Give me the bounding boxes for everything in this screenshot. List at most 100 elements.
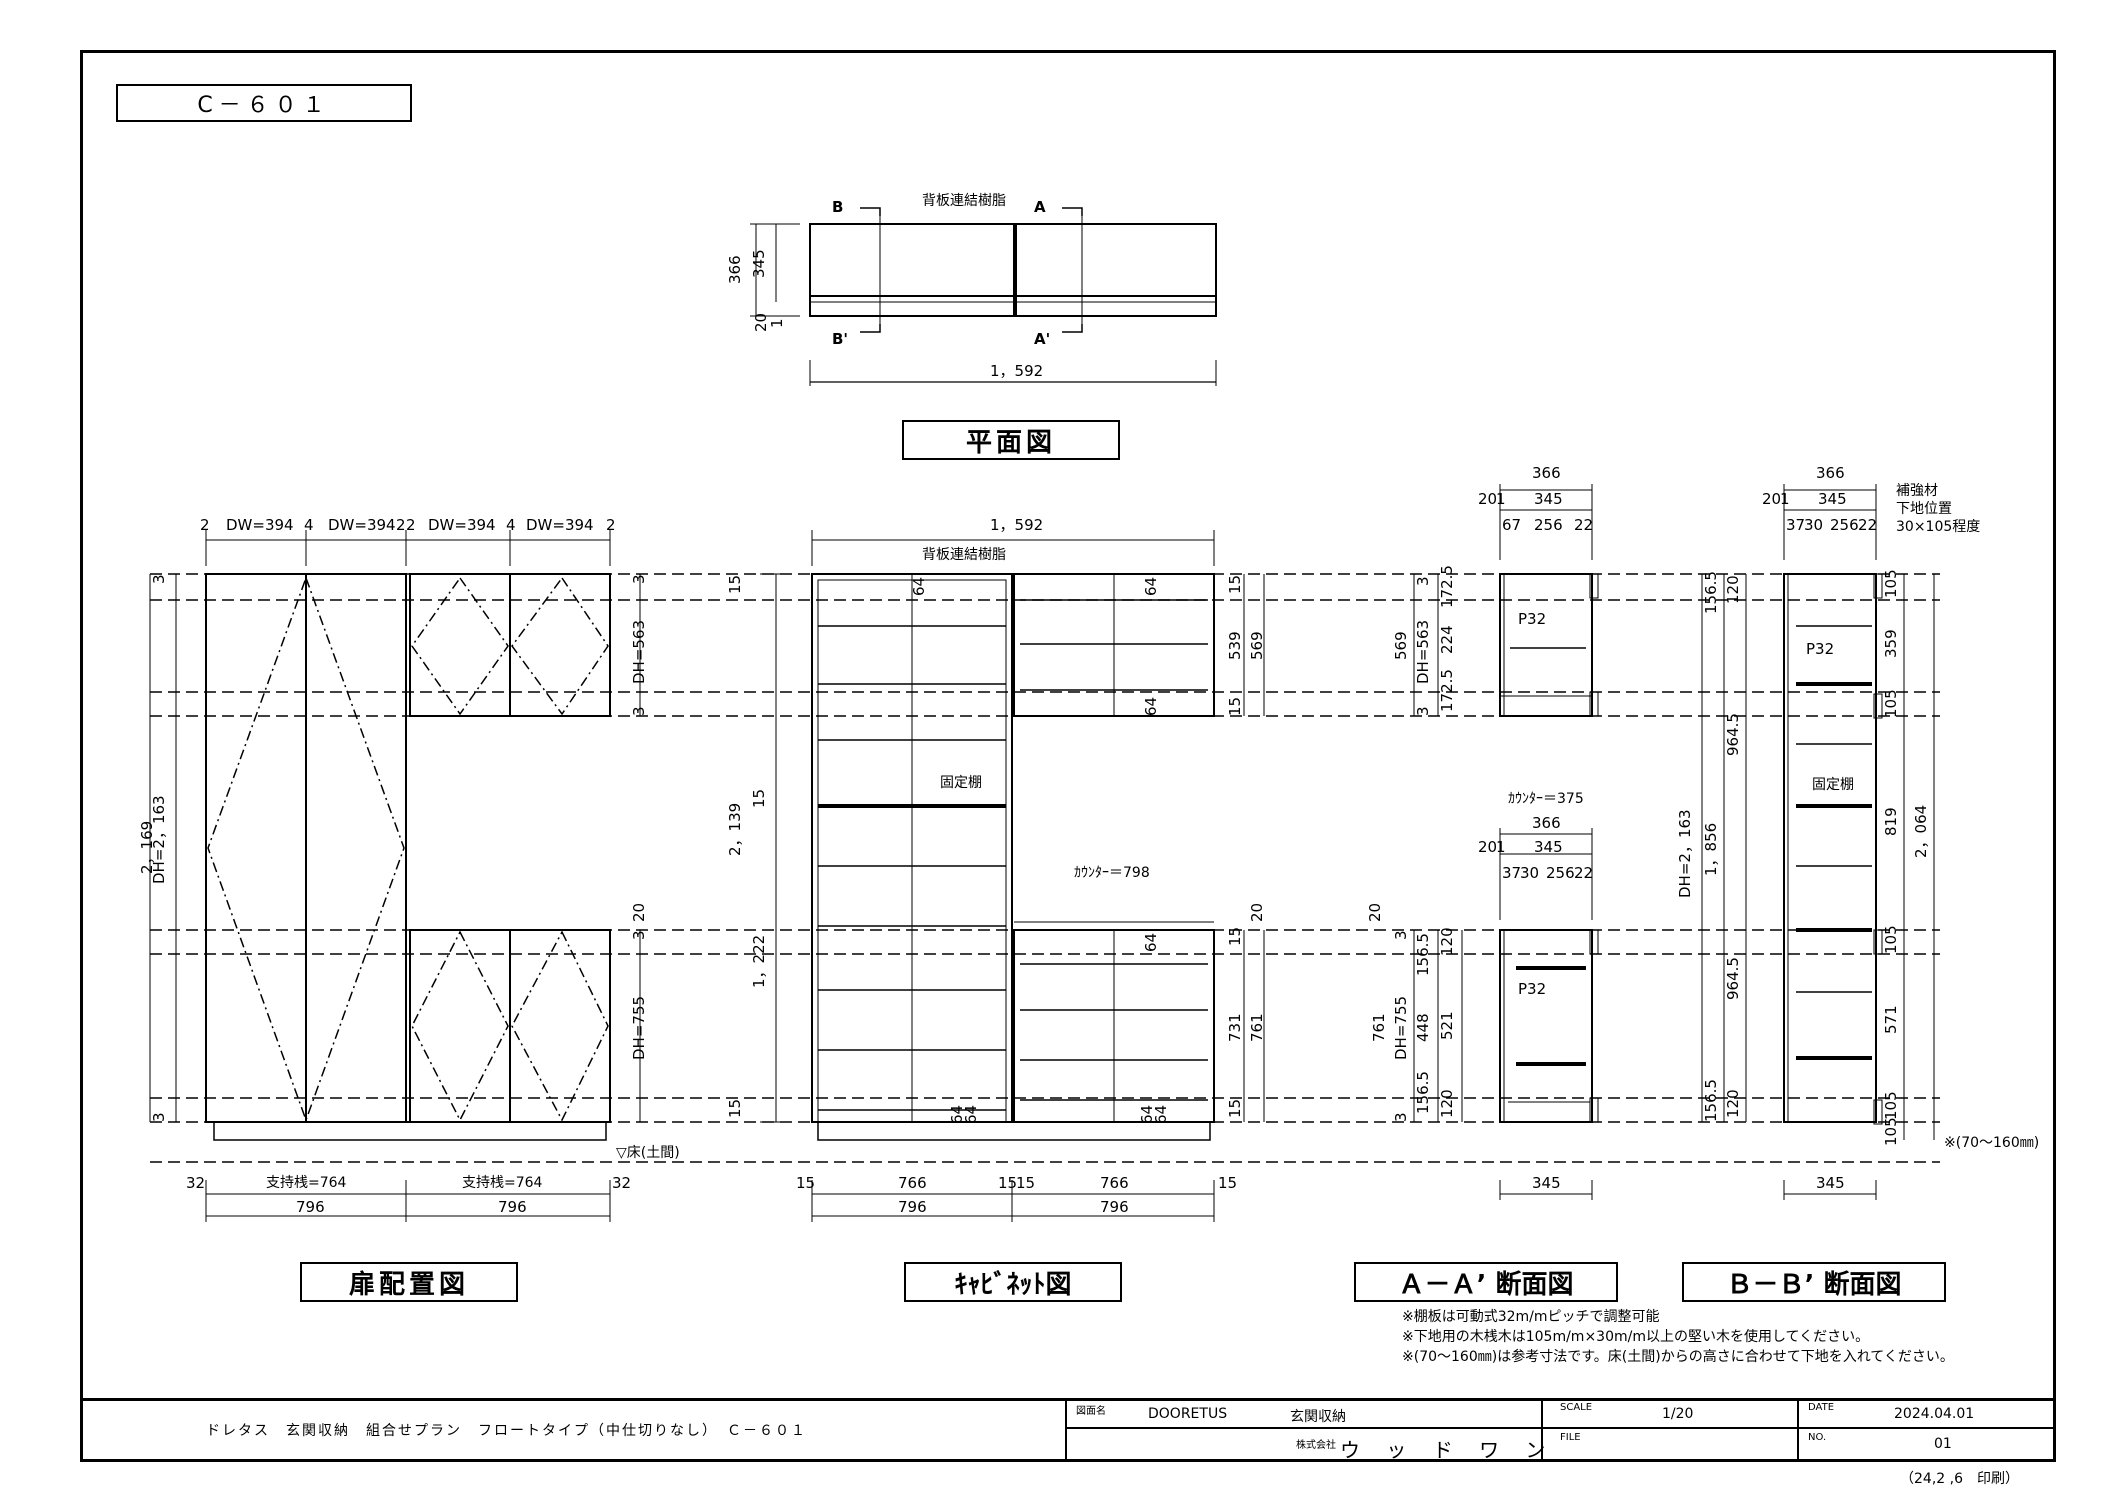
plan-width: 1，592 [990, 362, 1044, 380]
sec-b-right-1: 359 [1882, 629, 1900, 658]
title-block [80, 1398, 2056, 1462]
section-b-title: Ｂ－Ｂ’ 断面図 [1682, 1262, 1946, 1302]
door-width-left: 796 [296, 1198, 325, 1216]
project-title: ドレタス 玄関収納 組合せプラン フロートタイプ（中仕切りなし） Ｃ－６０１ [206, 1423, 807, 1439]
title-block-lines [1065, 1398, 2053, 1459]
cabinet-bottom-5: 15 [1218, 1174, 1238, 1192]
company-prefix: 株式会社 [1296, 1440, 1336, 1451]
sec-b-reinforce-0: 補強材 [1896, 483, 1938, 499]
door-support-left: 支持桟=764 [266, 1175, 347, 1191]
sec-a-upper-4: 224 [1438, 625, 1456, 654]
cabinet-right-3: 15 [1226, 696, 1244, 716]
plan-mark-a: A [1034, 198, 1046, 216]
cabinet-right-7: 761 [1248, 1013, 1266, 1042]
door-dh-lower: DH=755 [630, 995, 648, 1060]
sec-a-lower-1: 761 [1370, 1013, 1388, 1042]
door-dh-upper: DH=563 [630, 619, 648, 684]
sec-a-bottom: 345 [1532, 1174, 1561, 1192]
sec-b-right-0: 105 [1882, 569, 1900, 598]
sec-b-bottom: 345 [1816, 1174, 1845, 1192]
sec-b-top-part-3: 22 [1858, 516, 1878, 534]
sec-b-note-range: ※(70〜160㎜) [1944, 1135, 2040, 1151]
plan-title: 平面図 [902, 420, 1120, 460]
plan-mark-b2: B' [832, 330, 849, 348]
sec-b-left-0: 156.5 [1702, 571, 1720, 614]
cabinet-bottom-3: 15 [1016, 1174, 1036, 1192]
cabinet-right-5: 15 [1226, 926, 1244, 946]
sec-a-top-gap: 20 [1478, 490, 1498, 508]
sec-a-lower-10: 120 [1438, 1089, 1456, 1118]
sheet-code-box: C－６０１ [116, 84, 412, 122]
file-label: FILE [1560, 1432, 1581, 1443]
company-name: ウ ッ ド ワ ン [1340, 1438, 1556, 1462]
sec-b-top-part-2: 256 [1830, 516, 1859, 534]
door-top-dim-8: DW=394 [526, 516, 594, 534]
door-top-dim-5: 2 [406, 516, 416, 534]
brand-name: DOORETUS [1148, 1406, 1228, 1422]
cabinet-left-2: 15 [750, 788, 768, 808]
sec-a-upper-2: 3 [1414, 576, 1432, 586]
sec-a-lower-6: 156.5 [1414, 1071, 1432, 1114]
cabinet-right-8: 15 [1226, 1098, 1244, 1118]
cabinet-inner-2: 64 [1142, 696, 1160, 716]
sec-b-top-gap2: 1 [1780, 490, 1790, 508]
plan-gap2: 1 [768, 318, 786, 328]
sec-a-lower-3: 3 [1392, 930, 1410, 940]
sec-a-upper-0: 569 [1392, 631, 1410, 660]
note-0: ※棚板は可動式32m/mピッチで調整可能 [1402, 1309, 1660, 1325]
drawing-frame [80, 50, 2056, 1462]
door-top-dim-2: 4 [304, 516, 314, 534]
sec-b-left-2: 964.5 [1724, 713, 1742, 756]
door-layout [149, 530, 641, 1222]
sec-a-pitch-upper: P32 [1518, 610, 1547, 628]
sec-a-upper-5: 172.5 [1438, 669, 1456, 712]
sec-a-mid-part-3: 22 [1574, 864, 1594, 882]
door-top-dim-1: DW=394 [226, 516, 294, 534]
sec-a-mid-total: 366 [1532, 814, 1561, 832]
sec-a-lower-9: 521 [1438, 1011, 1456, 1040]
sec-b-pitch: P32 [1806, 640, 1835, 658]
cabinet-left-1: 2，139 [726, 802, 744, 856]
sec-b-left-6: 156.5 [1702, 1079, 1720, 1122]
cabinet-counter: ｶｳﾝﾀｰ＝798 [1074, 865, 1150, 881]
sec-b-top-part-0: 37 [1786, 516, 1806, 534]
no-value: 01 [1934, 1436, 1952, 1452]
sec-b-top-total: 366 [1816, 464, 1845, 482]
plan-mark-b: B [832, 198, 844, 216]
cabinet-right-2: 569 [1248, 631, 1266, 660]
cabinet-right-0: 15 [1226, 574, 1244, 594]
date-label: DATE [1808, 1402, 1835, 1413]
door-gap-0: 3 [150, 574, 168, 584]
sec-a-lower-4: 156.5 [1414, 933, 1432, 976]
plan-view [750, 207, 1217, 386]
cabinet-left-0: 15 [726, 574, 744, 594]
sec-b-left-4: 1，856 [1702, 822, 1720, 876]
cabinet-bottom-total-1: 796 [1100, 1198, 1129, 1216]
cabinet-bottom-4: 766 [1100, 1174, 1129, 1192]
plan-depth-total: 366 [726, 255, 744, 284]
sec-b-right-7: 105 [1882, 1091, 1900, 1120]
door-top-dim-6: DW=394 [428, 516, 496, 534]
door-top-dim-7: 4 [506, 516, 516, 534]
door-gap-1: 3 [150, 1112, 168, 1122]
door-top-dim-3: DW=394 [328, 516, 396, 534]
sec-a-mid-part-1: 30 [1520, 864, 1540, 882]
cabinet-bottom-total-0: 796 [898, 1198, 927, 1216]
sec-b-left-3: DH=2，163 [1676, 809, 1694, 898]
sec-a-upper-6: 3 [1414, 706, 1432, 716]
door-support-right: 支持桟=764 [462, 1175, 543, 1191]
door-dh-total: DH=2，163 [150, 795, 168, 884]
sec-a-mid-gap2: 1 [1496, 838, 1506, 856]
door-side-left: 32 [186, 1174, 206, 1192]
note-2: ※(70〜160㎜)は参考寸法です。床(土間)からの高さに合わせて下地を入れてく… [1402, 1349, 1954, 1365]
section-a-title: Ａ－Ａ’ 断面図 [1354, 1262, 1618, 1302]
door-gap-5: 20 [630, 902, 648, 922]
door-gap-2: 3 [630, 574, 648, 584]
sec-a-top-part-1: 256 [1534, 516, 1563, 534]
scale-value: 1/20 [1662, 1406, 1694, 1422]
sec-b-reinforce-2: 30×105程度 [1896, 519, 1981, 535]
no-label: NO. [1808, 1432, 1827, 1443]
cabinet-back-label: 背板連結樹脂 [922, 547, 1006, 563]
cabinet-inner-7: 64 [1152, 1104, 1170, 1124]
